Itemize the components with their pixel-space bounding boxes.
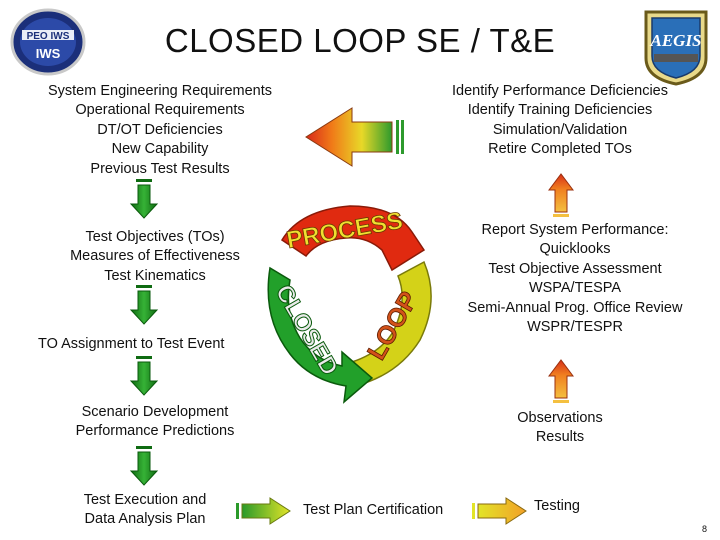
report-line: Semi-Annual Prog. Office Review: [467, 299, 683, 316]
aegis-label: AEGIS: [649, 31, 701, 50]
scenario-block: Scenario Development Performance Predict…: [40, 403, 270, 442]
down-arrow-1: [129, 179, 159, 219]
report-line: Report System Performance:: [481, 222, 669, 238]
inputs-line: Previous Test Results: [90, 160, 230, 177]
peo-label: PEO IWS: [27, 31, 70, 42]
certification-label: Test Plan Certification: [303, 502, 444, 518]
down-arrow-2: [129, 285, 159, 325]
report-line: WSPR/TESPR: [527, 319, 623, 336]
execution-block: Test Execution and Data Analysis Plan: [60, 491, 230, 530]
right-arrow-1: [236, 497, 291, 525]
up-arrow-top: [548, 173, 574, 217]
execution-line: Data Analysis Plan: [84, 511, 206, 528]
objectives-line: Test Objectives (TOs): [85, 229, 225, 245]
testing-label: Testing: [534, 498, 580, 514]
inputs-line: System Engineering Requirements: [47, 83, 273, 99]
aegis-logo: AEGIS: [644, 10, 708, 86]
identify-line: Identify Training Deficiencies: [467, 102, 653, 119]
execution-line: Test Execution and: [83, 492, 207, 508]
down-arrow-4: [129, 446, 159, 486]
report-block: Report System Performance: Quicklooks Te…: [445, 221, 705, 337]
inputs-line: New Capability: [111, 141, 209, 158]
page-title: CLOSED LOOP SE / T&E: [164, 22, 556, 59]
identify-block: Identify Performance Deficiencies Identi…: [420, 82, 700, 160]
process-segment: [280, 205, 426, 272]
svg-text:IWS: IWS: [36, 46, 61, 61]
objectives-line: Measures of Effectiveness: [70, 248, 240, 265]
observations-line: Results: [535, 429, 585, 446]
identify-line: Retire Completed TOs: [488, 141, 632, 158]
down-arrow-3: [129, 356, 159, 396]
right-arrow-2: [472, 497, 527, 525]
report-line: WSPA/TESPA: [528, 280, 622, 297]
inputs-line: DT/OT Deficiencies: [97, 121, 223, 138]
page-number: 8: [702, 524, 708, 534]
observations-block: Observations Results: [490, 409, 630, 448]
closed-segment: [267, 266, 374, 404]
scenario-line: Scenario Development: [81, 404, 229, 420]
to-assignment-label: TO Assignment to Test Event: [38, 336, 225, 352]
identify-line: Identify Performance Deficiencies: [452, 83, 668, 99]
report-line: Test Objective Assessment: [488, 260, 662, 277]
report-line: Quicklooks: [539, 241, 611, 258]
up-arrow-bottom: [548, 359, 574, 403]
peo-iws-logo: PEO IWS IWS: [10, 8, 86, 76]
observations-line: Observations: [517, 410, 603, 426]
left-arrow: [305, 107, 404, 167]
objectives-block: Test Objectives (TOs) Measures of Effect…: [40, 228, 270, 286]
inputs-line: Operational Requirements: [75, 102, 245, 119]
inputs-block: System Engineering Requirements Operatio…: [20, 82, 300, 179]
closed-loop-process-cycle: PROCESS LOOP CLOSED: [267, 205, 432, 404]
objectives-line: Test Kinematics: [104, 267, 206, 284]
identify-line: Simulation/Validation: [492, 121, 628, 138]
scenario-line: Performance Predictions: [75, 423, 235, 440]
